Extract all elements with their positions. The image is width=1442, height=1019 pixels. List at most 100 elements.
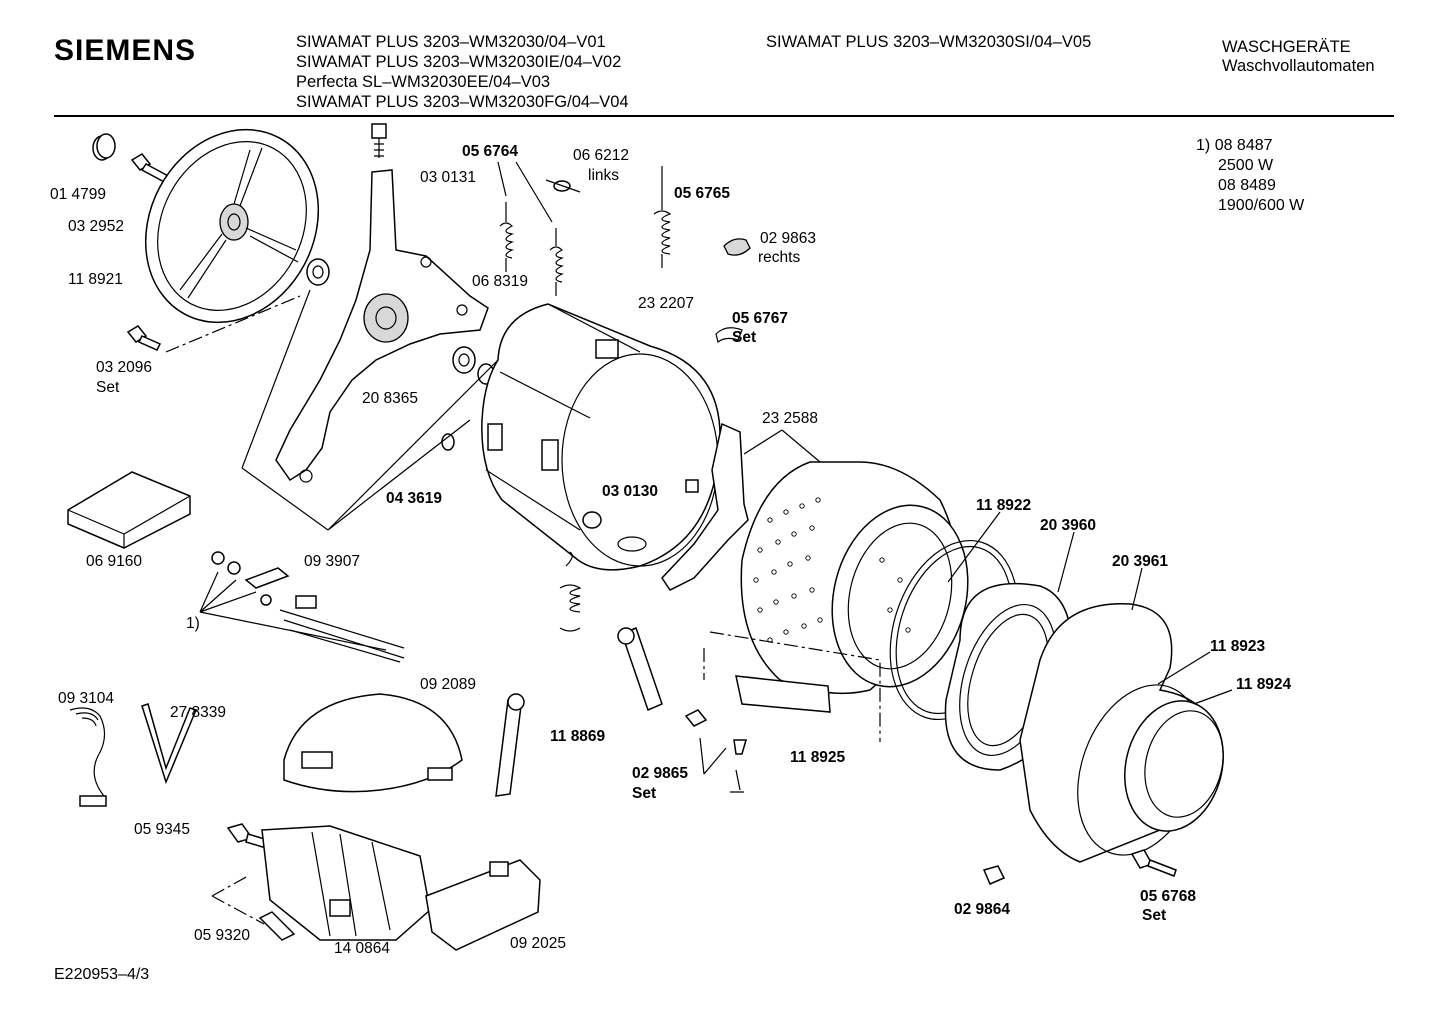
pulley-screw-part [126, 325, 162, 351]
part-number-label: 23 2588 [762, 410, 818, 427]
set-label: Set [632, 785, 656, 802]
part-number-label: 20 3960 [1040, 517, 1096, 534]
part-number-label: 04 3619 [386, 490, 442, 507]
part-number-label: 20 8365 [362, 390, 418, 407]
category: WASCHGERÄTE [1222, 38, 1351, 56]
drum-holder-part [661, 422, 749, 591]
leader-lines [497, 161, 553, 223]
bushing-part [92, 133, 116, 161]
part-number-label: 09 3907 [304, 553, 360, 570]
part-number-label: 03 0130 [602, 483, 658, 500]
set-label: Set [732, 329, 756, 346]
footnote-line: 1900/600 W [1218, 197, 1305, 214]
part-number-label: 09 2089 [420, 676, 476, 693]
suspension-spring-part [549, 228, 564, 296]
footnote-line: 2500 W [1218, 157, 1274, 174]
bearing-bracket-part [275, 169, 489, 483]
part-number-label: 11 8922 [976, 497, 1031, 514]
part-number-label: 06 6212 [573, 147, 629, 164]
leader-lines [699, 737, 727, 775]
brand-logo: SIEMENS [54, 34, 197, 67]
part-number-label: 11 8925 [790, 749, 846, 766]
part-number-label: 02 9865 [632, 765, 688, 782]
header-divider [54, 115, 1394, 117]
part-number-label: 06 9160 [86, 553, 142, 570]
document-id: E220953–4/3 [54, 966, 150, 983]
part-number-label: 05 6765 [674, 185, 730, 202]
spring-clip-part [545, 179, 581, 193]
part-number-label: 05 9320 [194, 927, 250, 944]
part-number-label: 01 4799 [50, 186, 106, 203]
part-number-label: 03 0131 [420, 169, 476, 186]
door-seal-part [1124, 700, 1224, 832]
footnote-reference: 1) [186, 615, 200, 632]
part-number-label: 02 9864 [954, 901, 1010, 918]
suspension-spring-part [499, 202, 514, 272]
pressure-hose-part [715, 327, 743, 344]
part-number-label: 02 9863 [760, 230, 816, 247]
shock-absorber-part [495, 693, 525, 797]
motor-bolt-part [258, 911, 296, 941]
part-number-label: 05 6764 [462, 143, 518, 160]
anti-noise-mat-part [283, 693, 463, 793]
model-line: SIWAMAT PLUS 3203–WM32030/04–V01 [296, 33, 606, 51]
part-number-label: 05 9345 [134, 821, 190, 838]
belt-pulley-part [144, 128, 320, 324]
part-number-label: 11 8924 [1236, 676, 1292, 693]
set-label: Set [96, 379, 120, 396]
assembly-axis-line [211, 875, 265, 925]
motor-part [261, 825, 431, 941]
housing-screw-part [1130, 849, 1177, 877]
bracket-screw-part [371, 123, 387, 158]
part-number-label: 05 6767 [732, 310, 788, 327]
model-list: SIWAMAT PLUS 3203–WM32030/04–V01 SIWAMAT… [296, 32, 629, 112]
part-number-label: 20 3961 [1112, 553, 1168, 570]
part-number-label: 14 0864 [334, 940, 390, 957]
leader-lines [743, 429, 821, 463]
heating-element-part [279, 595, 405, 663]
bearing-part [306, 258, 330, 286]
part-number-label: 06 8319 [472, 273, 528, 290]
cable-harness-part [69, 707, 107, 807]
model-line-right: SIWAMAT PLUS 3203–WM32030SI/04–V05 [766, 33, 1092, 51]
part-number-label: 11 8869 [550, 728, 606, 745]
footnote-line: 08 8487 [1214, 137, 1273, 154]
subcategory: Waschvollautomaten [1222, 57, 1375, 75]
footnote-marker: 1) [1196, 137, 1211, 154]
part-number-label: 09 3104 [58, 690, 114, 707]
part-number-label: 09 2025 [510, 935, 566, 952]
part-number-label: 27 8339 [170, 704, 226, 721]
shock-absorber-part [617, 626, 663, 712]
fastener-part [684, 709, 747, 793]
model-line: SIWAMAT PLUS 3203–WM32030FG/04–V04 [296, 93, 629, 111]
side-label: links [588, 167, 619, 184]
bearing-part [452, 346, 495, 385]
side-label: rechts [758, 249, 800, 266]
pump-filter-part [735, 675, 831, 713]
spring-clip-part [723, 238, 751, 256]
tub-rear-part [481, 303, 721, 571]
heating-element-clamp-part [211, 551, 290, 606]
drain-hose-part [559, 551, 582, 632]
motor-carbon-brush-part [425, 859, 541, 951]
part-number-label: 11 8923 [1210, 638, 1266, 655]
model-line: SIWAMAT PLUS 3203–WM32030IE/04–V02 [296, 53, 622, 71]
leader-lines [199, 571, 387, 651]
set-label: Set [1142, 907, 1166, 924]
model-line: Perfecta SL–WM32030EE/04–V03 [296, 73, 551, 91]
hinge-clip-part [982, 865, 1006, 885]
part-number-label: 03 2952 [68, 218, 124, 235]
footnote-heater-variants: 1) 08 8487 2500 W 08 8489 1900/600 W [1196, 136, 1304, 216]
interference-suppressor-part [67, 471, 191, 549]
part-number-label: 11 8921 [68, 271, 123, 288]
part-number-label: 23 2207 [638, 295, 694, 312]
footnote-line: 08 8489 [1218, 177, 1276, 194]
part-number-label: 05 6768 [1140, 888, 1196, 905]
drive-belt-part [141, 703, 198, 785]
leader-lines [241, 289, 499, 531]
drum-part [740, 461, 969, 695]
leader-lines [947, 511, 1233, 705]
category-block: WASCHGERÄTE Waschvollautomaten [1222, 38, 1375, 76]
